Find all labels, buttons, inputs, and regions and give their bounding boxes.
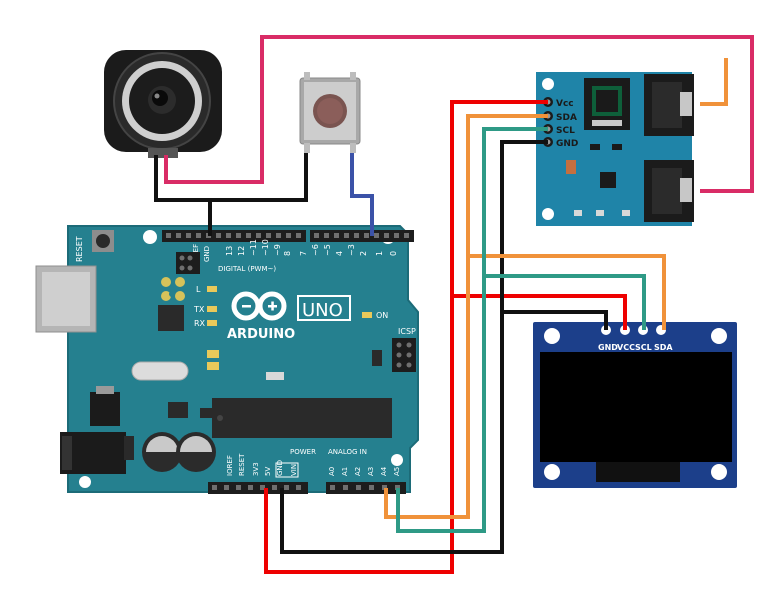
digital-pin-label-4: 4 bbox=[335, 251, 344, 256]
digital-pin-label-t3: ~3 bbox=[347, 244, 356, 256]
reset-label: RESET bbox=[75, 236, 84, 262]
power-pin-label-5v: 5V bbox=[264, 467, 272, 476]
power-pin-label-reset: RESET bbox=[238, 453, 246, 476]
digital-pin-label-8: 8 bbox=[283, 251, 292, 256]
oled-pin-label-gnd: GND bbox=[598, 343, 618, 352]
digital-pin-label-2: 2 bbox=[359, 251, 368, 256]
digital-pin-label-1: 1 bbox=[375, 251, 384, 256]
module-pin-label-scl: SCL bbox=[556, 126, 575, 136]
wire-red-5v bbox=[264, 100, 548, 574]
wire-red-oled-vcc bbox=[452, 294, 627, 330]
analog-pin-label-a3: A3 bbox=[367, 467, 375, 476]
arduino-uno-board: RESET bbox=[35, 225, 419, 494]
module-pin-label-gnd: GND bbox=[556, 139, 578, 149]
wire-orange-sda bbox=[384, 114, 548, 519]
analog-pin-label-a0: A0 bbox=[328, 467, 336, 476]
wire-pink-speaker-to-audio bbox=[164, 35, 754, 193]
wire-black-oled-gnd bbox=[502, 310, 608, 330]
digital-caption: DIGITAL (PWM~) bbox=[218, 265, 276, 273]
wire-orange-audio-jack bbox=[700, 58, 728, 106]
analog-header-label: ANALOG IN bbox=[328, 448, 367, 456]
digital-pin-label-t5: ~5 bbox=[323, 244, 332, 256]
oled-pin-label-vcc: VCC bbox=[617, 343, 635, 352]
power-pin-label-ioref: IOREF bbox=[226, 455, 234, 476]
analog-pin-label-a2: A2 bbox=[354, 467, 362, 476]
led-l-label: L bbox=[196, 285, 201, 294]
digital-pin-label-7: 7 bbox=[299, 251, 308, 256]
module-pin-label-vcc: Vcc bbox=[556, 99, 574, 109]
led-on-label: ON bbox=[376, 311, 388, 320]
analog-pin-label-a5: A5 bbox=[393, 467, 401, 476]
wire-black-speaker-to-gnd bbox=[154, 155, 212, 236]
power-pin-label-vin: VIN bbox=[290, 464, 298, 476]
model-label: UNO bbox=[302, 300, 343, 321]
module-pin-label-sda: SDA bbox=[556, 113, 577, 123]
digital-pin-label-t10: ~10 bbox=[261, 239, 270, 256]
wire-teal-scl bbox=[396, 127, 548, 533]
analog-pin-label-a1: A1 bbox=[341, 467, 349, 476]
atmega-chip bbox=[212, 398, 392, 438]
arduino-logo bbox=[231, 291, 287, 321]
led-rx-label: RX bbox=[194, 319, 206, 328]
oled-pin-label-sda: SDA bbox=[654, 343, 673, 352]
wire-black-button-to-gnd bbox=[210, 153, 308, 202]
wire-teal-oled-scl bbox=[484, 274, 646, 330]
digital-pin-label-t6: ~6 bbox=[311, 244, 320, 256]
wire-blue-button-to-d2 bbox=[350, 153, 374, 236]
bottom-pin-labels: IOREF RESET 3V3 5V GND VIN A0 A1 A2 A3 A4 A5 bbox=[226, 453, 401, 476]
oled-pin-label-scl: SCL bbox=[635, 343, 652, 352]
digital-pin-label-t9: ~9 bbox=[273, 244, 282, 256]
gnd-top-label: GND bbox=[203, 246, 211, 262]
analog-pin-label-a4: A4 bbox=[380, 466, 388, 476]
wire-orange-oled-sda bbox=[468, 254, 666, 330]
speaker bbox=[104, 50, 222, 158]
digital-pin-label-12: 12 bbox=[237, 246, 246, 256]
oled-screen bbox=[540, 352, 732, 462]
digital-pin-label-0: 0 bbox=[389, 251, 398, 256]
power-header-label: POWER bbox=[290, 448, 316, 456]
power-pin-label-3v3: 3V3 bbox=[252, 462, 260, 476]
brand-label: ARDUINO bbox=[227, 327, 295, 342]
digital-pin-label-t11: ~11 bbox=[249, 239, 258, 256]
power-pin-label-gnd: GND bbox=[276, 460, 284, 476]
led-tx-label: TX bbox=[193, 305, 205, 314]
push-button bbox=[299, 72, 361, 153]
wire-black-gnd bbox=[280, 140, 548, 554]
icsp-label: ICSP bbox=[398, 327, 416, 336]
digital-pin-label-13: 13 bbox=[225, 246, 234, 256]
